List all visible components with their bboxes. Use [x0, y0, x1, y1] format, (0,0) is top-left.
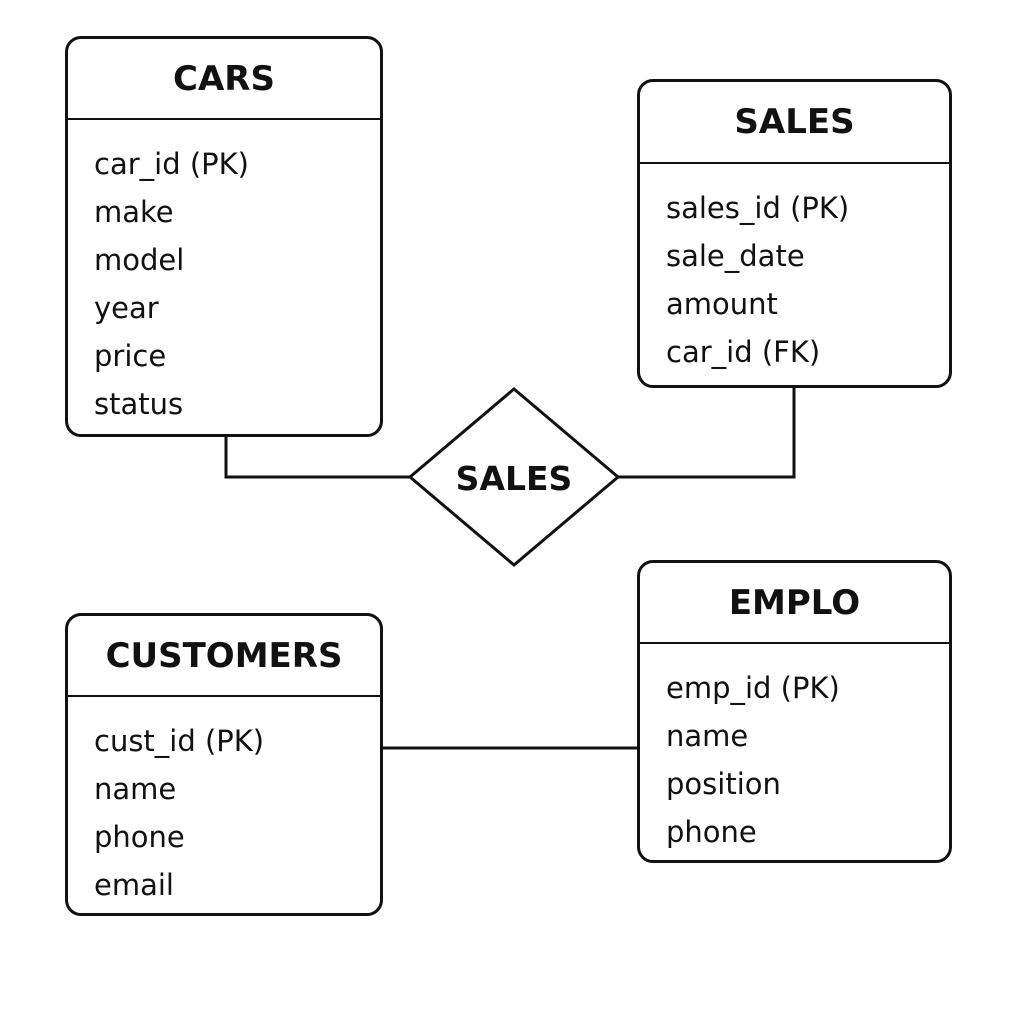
- sales-entity: SALES sales_id (PK) sale_date amount car…: [637, 79, 952, 388]
- cars-attribute-list: car_id (PK) make model year price status: [68, 120, 380, 428]
- cars-attribute-price: price: [94, 339, 167, 373]
- cars-entity: CARS car_id (PK) make model year price s…: [65, 36, 383, 437]
- employees-entity: EMPLO emp_id (PK) name position phone: [637, 560, 952, 863]
- cars-attribute-car-id: car_id (PK): [94, 147, 249, 181]
- customers-entity: CUSTOMERS cust_id (PK) name phone email: [65, 613, 383, 916]
- employees-attribute-list: emp_id (PK) name position phone: [640, 644, 949, 856]
- relationship-diamond: [407, 387, 621, 567]
- customers-attribute-email: email: [94, 868, 174, 902]
- employees-entity-title: EMPLO: [640, 563, 949, 644]
- relationship-to-sales-line: [618, 387, 796, 479]
- customers-attribute-list: cust_id (PK) name phone email: [68, 697, 380, 909]
- sales-attribute-sale-date: sale_date: [666, 239, 805, 273]
- customers-attribute-phone: phone: [94, 820, 185, 854]
- sales-attribute-list: sales_id (PK) sale_date amount car_id (F…: [640, 164, 949, 376]
- cars-entity-title: CARS: [68, 39, 380, 120]
- sales-attribute-amount: amount: [666, 287, 778, 321]
- employees-attribute-position: position: [666, 767, 781, 801]
- cars-attribute-year: year: [94, 291, 159, 325]
- cars-attribute-status: status: [94, 387, 184, 421]
- customers-entity-title: CUSTOMERS: [68, 616, 380, 697]
- cars-attribute-model: model: [94, 243, 185, 277]
- cars-to-relationship-line: [224, 436, 410, 479]
- customers-attribute-cust-id: cust_id (PK): [94, 724, 265, 758]
- sales-entity-title: SALES: [640, 82, 949, 164]
- cars-attribute-make: make: [94, 195, 174, 229]
- relationship-label: SALES: [455, 458, 573, 498]
- sales-attribute-car-id: car_id (FK): [666, 335, 821, 369]
- customers-attribute-name: name: [94, 772, 177, 806]
- employees-attribute-name: name: [666, 719, 749, 753]
- sales-attribute-sales-id: sales_id (PK): [666, 191, 850, 225]
- employees-attribute-phone: phone: [666, 815, 757, 849]
- employees-attribute-emp-id: emp_id (PK): [666, 671, 840, 705]
